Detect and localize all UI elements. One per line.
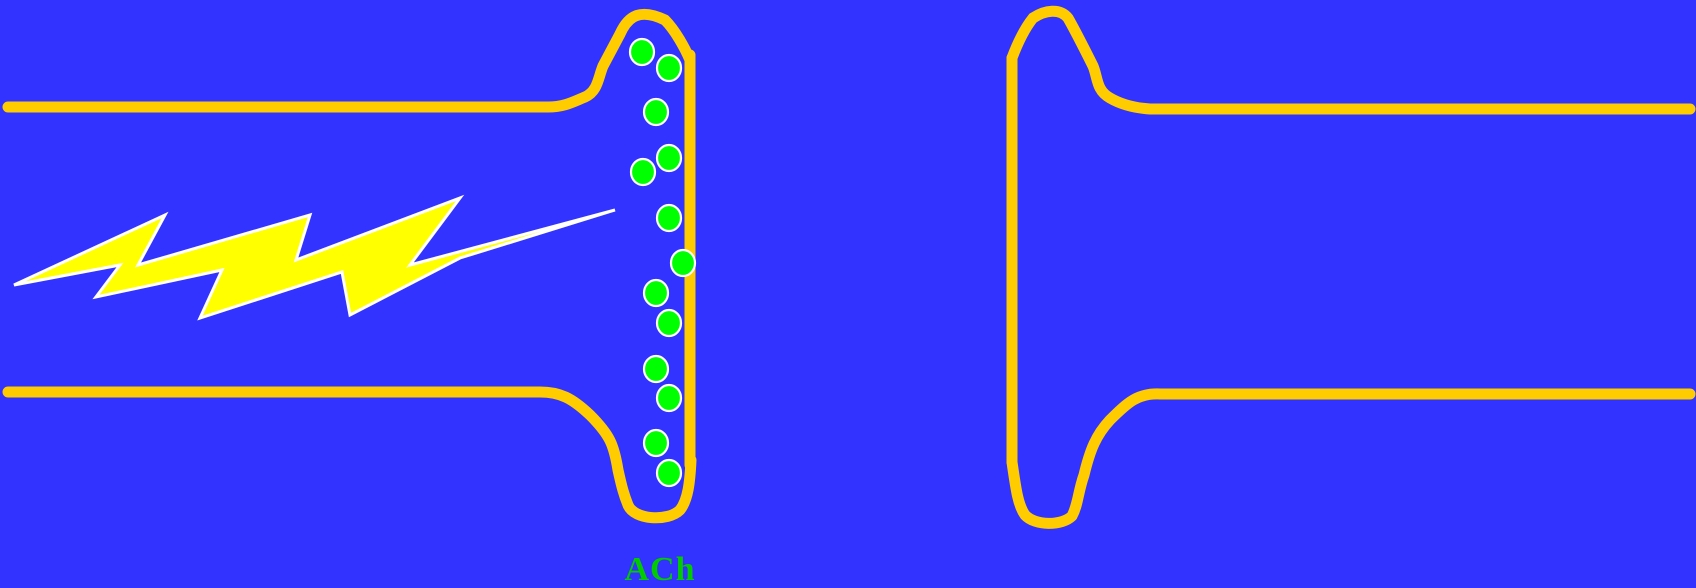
ach-vesicle (644, 280, 668, 306)
ach-vesicle (657, 205, 681, 231)
ach-vesicle (671, 250, 695, 276)
ach-vesicle (644, 356, 668, 382)
ach-vesicle (657, 145, 681, 171)
postsynaptic-terminal (1012, 11, 1690, 523)
postsynaptic-membrane-top (1012, 11, 1690, 109)
ach-vesicle (630, 39, 654, 65)
presynaptic-membrane-bottom (8, 392, 691, 518)
ach-vesicle (644, 99, 668, 125)
postsynaptic-membrane-bottom (1012, 394, 1690, 523)
presynaptic-membrane-top (8, 14, 690, 107)
ach-vesicle (657, 460, 681, 486)
ach-vesicle (644, 430, 668, 456)
ach-label: ACh (620, 552, 700, 588)
ach-vesicle (657, 55, 681, 81)
nerve-impulse-bolt (14, 198, 615, 318)
ach-vesicle (657, 385, 681, 411)
ach-vesicle (657, 310, 681, 336)
ach-vesicle (631, 159, 655, 185)
